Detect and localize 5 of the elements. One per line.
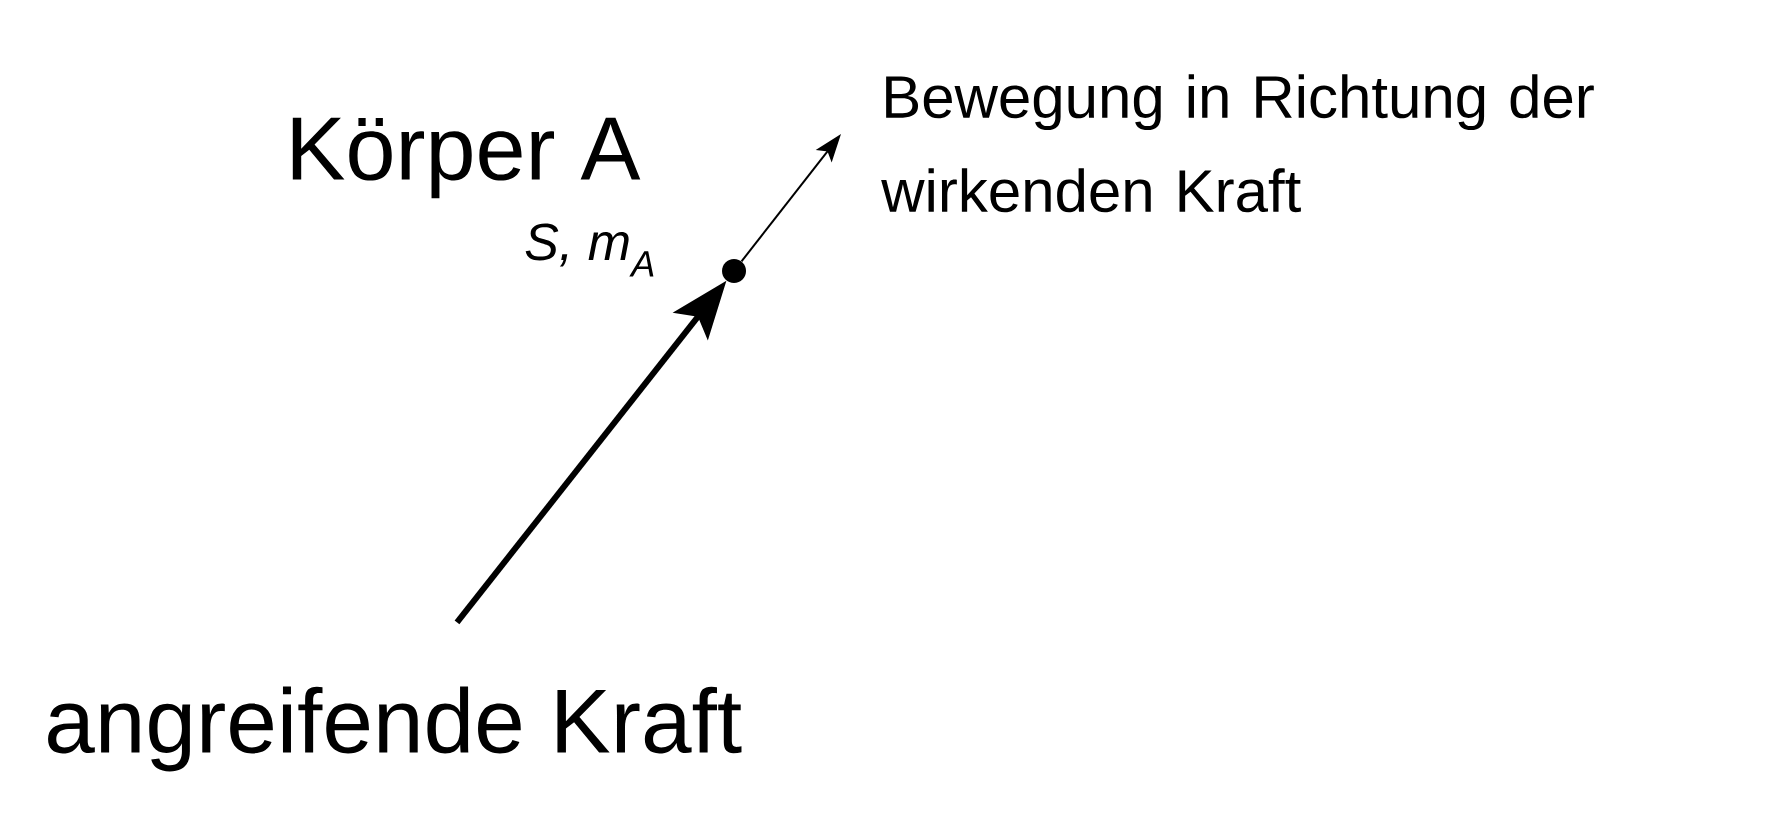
point-dot — [722, 259, 746, 283]
body-label: Körper A — [292, 117, 641, 199]
body-label: S, m$_{A}$ — [525, 223, 654, 277]
text-label: angreifende Kraft — [48, 686, 742, 772]
text-label: Bewegung in Richtung der wirkenden Kraft — [881, 74, 1594, 213]
